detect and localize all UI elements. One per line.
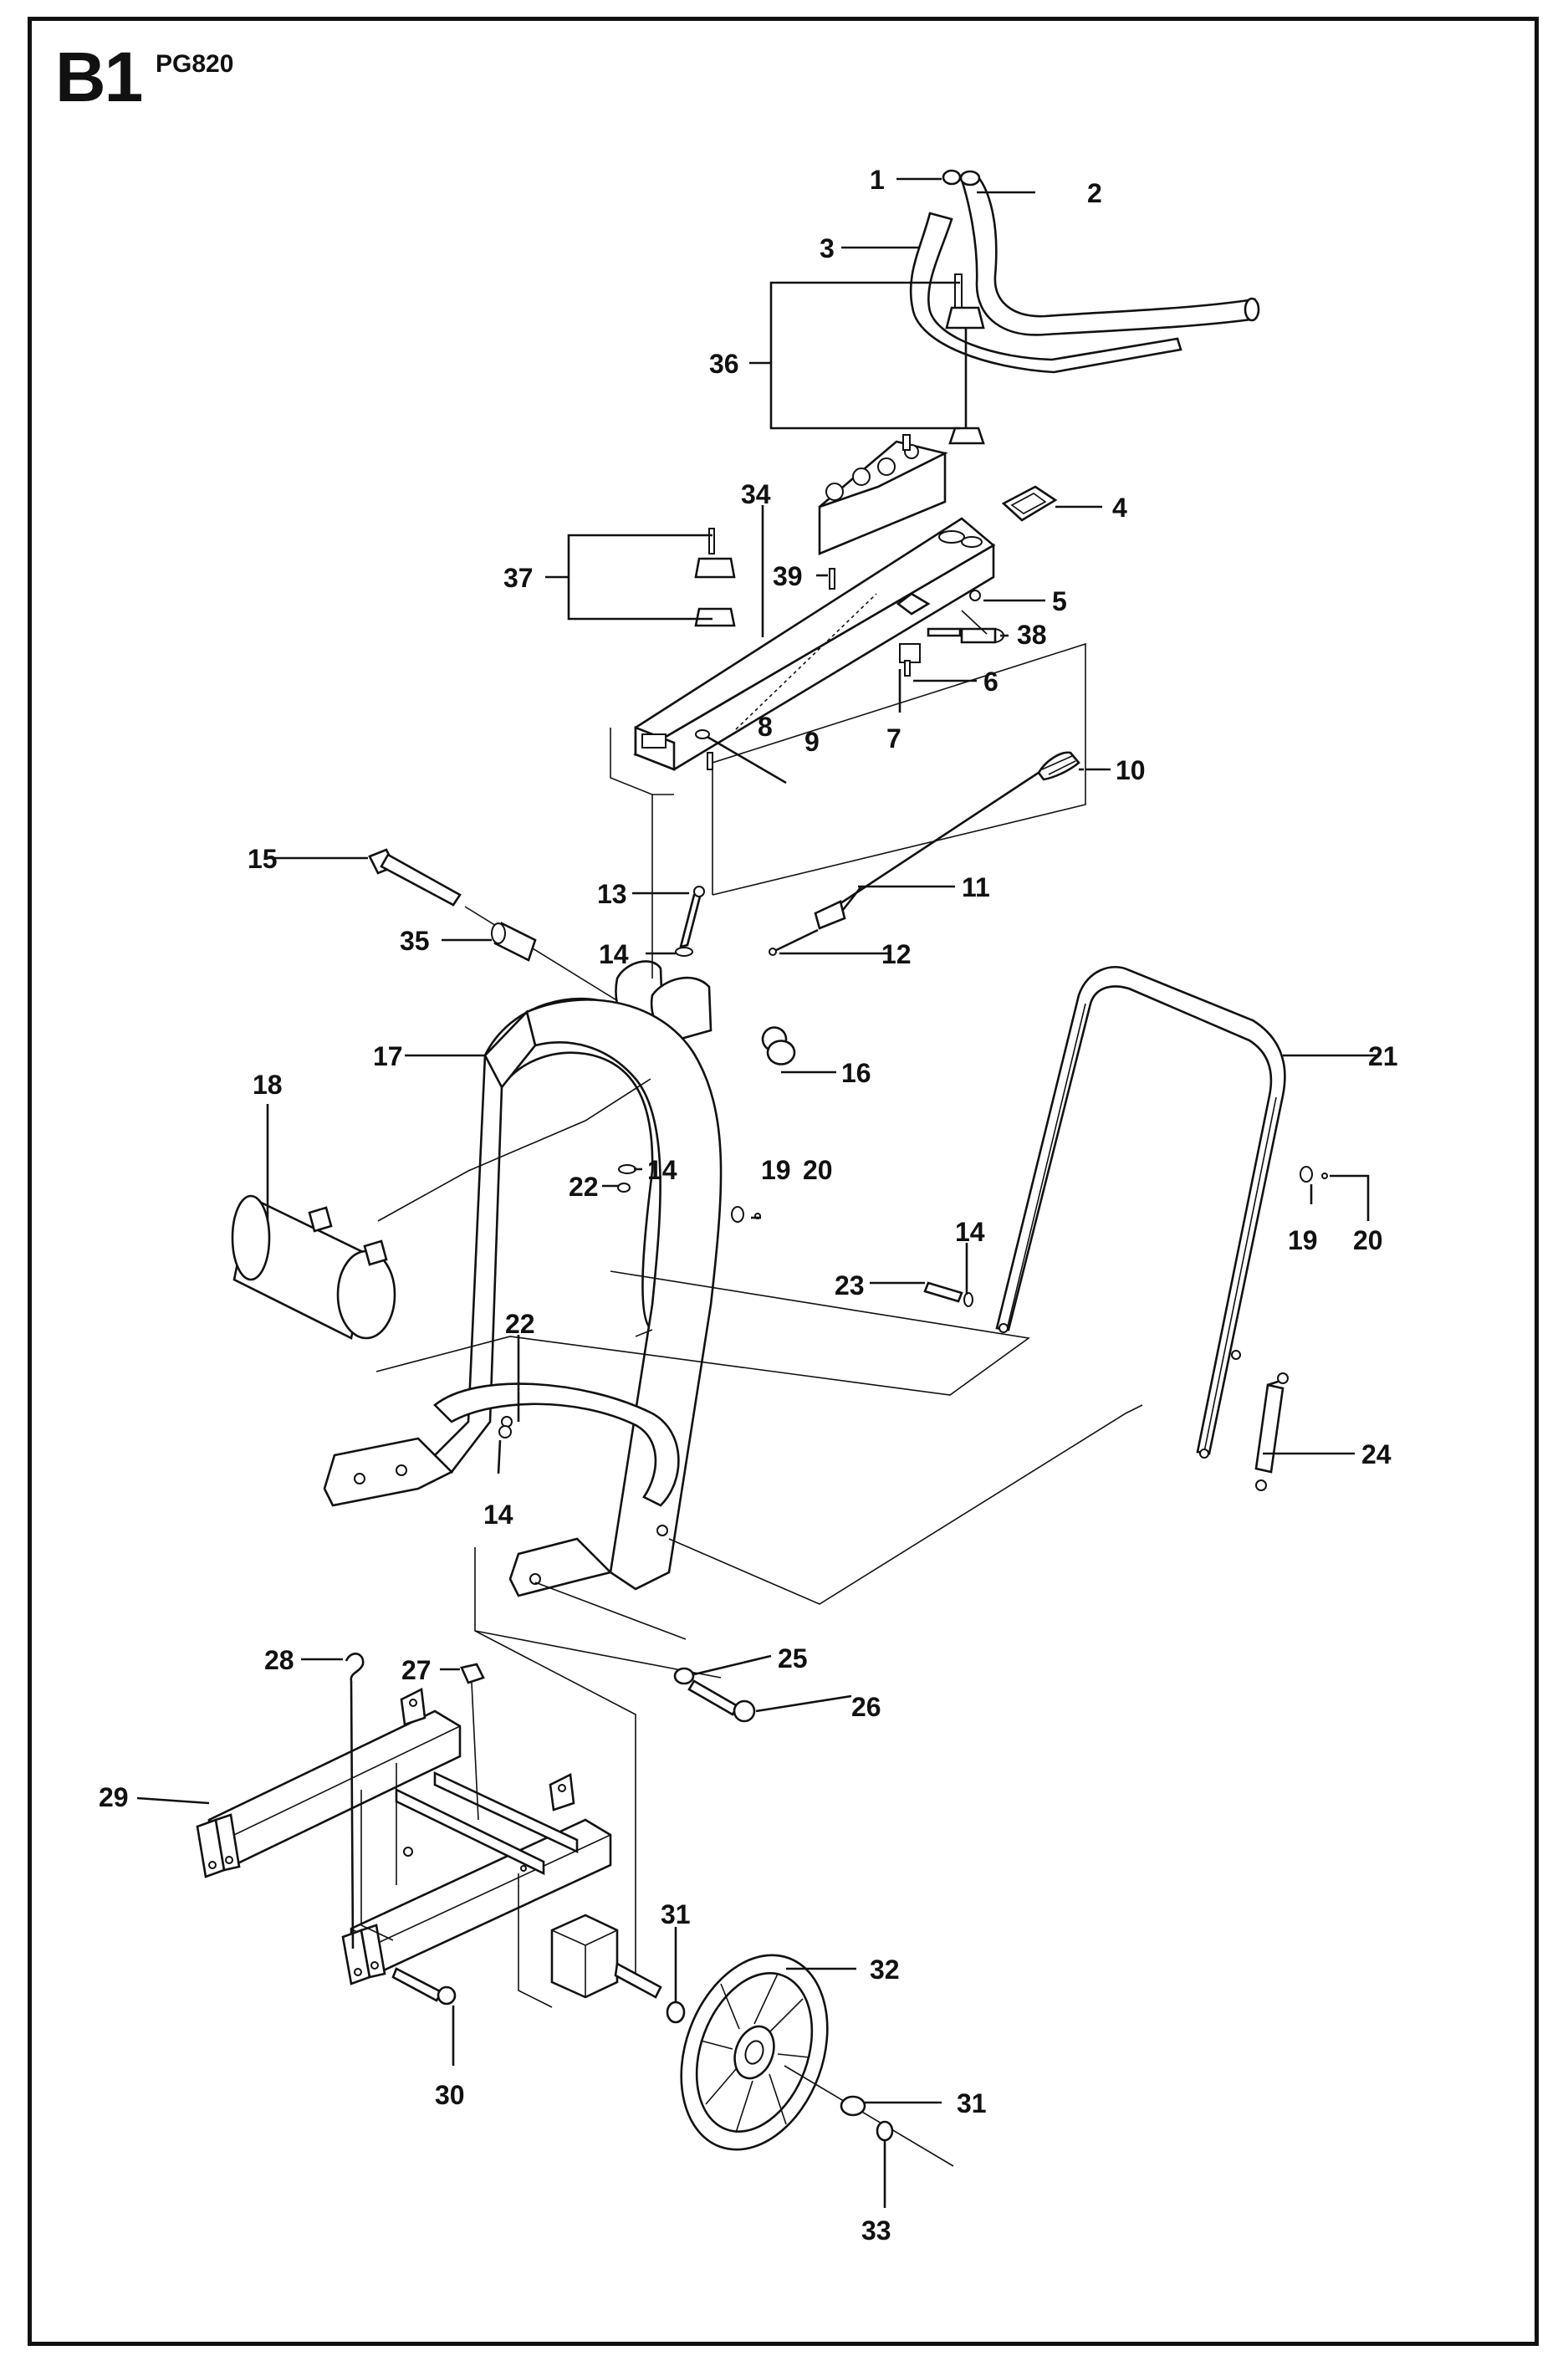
- callout-35: 35: [400, 926, 430, 956]
- callout-11: 11: [962, 872, 990, 902]
- callout-33: 33: [861, 2215, 891, 2246]
- main-frame: [323, 960, 788, 1597]
- callout-31-a: 31: [661, 1899, 691, 1929]
- callout-21: 21: [1368, 1041, 1398, 1071]
- support-arm: [995, 966, 1286, 1459]
- callout-14-d: 14: [483, 1500, 513, 1530]
- callout-3: 3: [820, 233, 835, 263]
- callout-17: 17: [373, 1041, 403, 1071]
- callout-39: 39: [773, 561, 803, 591]
- callout-6: 6: [983, 667, 999, 697]
- leader-lines: [136, 177, 1378, 2208]
- callout-18: 18: [253, 1070, 283, 1100]
- callout-38: 38: [1017, 620, 1047, 650]
- bolt-26: [687, 1679, 756, 1723]
- bolt-15: [368, 848, 462, 907]
- callout-15: 15: [248, 844, 278, 874]
- callout-14-c: 14: [955, 1217, 985, 1247]
- callout-12: 12: [881, 939, 912, 969]
- control-box: [818, 434, 948, 555]
- callout-24: 24: [1361, 1439, 1392, 1469]
- callout-2: 2: [1087, 178, 1102, 208]
- throttle-rod: [769, 751, 1080, 956]
- callout-20-a: 20: [803, 1155, 833, 1185]
- callout-31-b: 31: [957, 2088, 987, 2118]
- callout-25: 25: [778, 1643, 808, 1673]
- callout-7: 7: [886, 723, 901, 754]
- beam-clamp-37: [694, 528, 736, 627]
- callout-28: 28: [264, 1645, 294, 1675]
- cart-frame: [196, 1688, 662, 2008]
- callout-22-b: 22: [505, 1309, 535, 1339]
- grommet-4: [1001, 485, 1058, 522]
- callout-13: 13: [597, 879, 627, 909]
- callout-1: 1: [870, 165, 885, 195]
- model-name: PG820: [156, 50, 234, 78]
- callout-8: 8: [758, 712, 773, 742]
- callout-29: 29: [99, 1782, 129, 1812]
- callout-5: 5: [1052, 586, 1067, 616]
- washer-31-inner: [666, 2001, 686, 2024]
- nut-16: [766, 1040, 796, 1065]
- bolt-30: [391, 1967, 457, 2006]
- callout-16: 16: [841, 1058, 871, 1088]
- handlebar-right: [959, 170, 1260, 336]
- bolt-13: [675, 886, 705, 957]
- handlebar-left: [909, 212, 1182, 374]
- spacer-35: [491, 922, 537, 962]
- clip-28: [345, 1653, 365, 1949]
- callout-22-a: 22: [569, 1172, 599, 1202]
- callout-19-b: 19: [1288, 1225, 1318, 1255]
- small-parts-upper: [829, 568, 1004, 677]
- gas-spring-24: [1254, 1372, 1289, 1491]
- washer-25: [673, 1667, 695, 1685]
- callout-labels: 1 2 3 36 4 34 37 39 5 38 6 7 8 9 10 15 1…: [99, 165, 1398, 2246]
- callout-10: 10: [1116, 755, 1146, 785]
- small-parts-mid: [617, 1164, 1328, 1307]
- section-code: B1: [55, 38, 143, 116]
- callout-32: 32: [870, 1955, 900, 1985]
- callout-26: 26: [851, 1692, 881, 1722]
- callout-4: 4: [1112, 493, 1127, 523]
- callout-36: 36: [709, 349, 739, 379]
- callout-19-a: 19: [761, 1155, 791, 1185]
- callout-34: 34: [741, 479, 771, 509]
- reference-lines: [375, 642, 1143, 1974]
- cap: [942, 169, 962, 186]
- callout-9: 9: [804, 727, 820, 757]
- pins-8-9: [695, 729, 787, 784]
- callout-14-b: 14: [647, 1155, 677, 1185]
- callout-14-a: 14: [599, 939, 629, 969]
- axle-line: [784, 2065, 954, 2167]
- callout-27: 27: [401, 1655, 432, 1685]
- wheel-32: [680, 1954, 829, 2151]
- handle-clamp-36: [945, 273, 985, 445]
- callout-23: 23: [835, 1270, 865, 1300]
- callout-20-b: 20: [1353, 1225, 1383, 1255]
- clip-33: [876, 2120, 894, 2142]
- drawing-frame: [28, 17, 1539, 2346]
- callout-30: 30: [435, 2080, 465, 2110]
- cylinder-18: [231, 1194, 396, 1340]
- washer-31-outer: [840, 2095, 866, 2117]
- nut-27: [460, 1663, 485, 1821]
- callout-37: 37: [503, 563, 534, 593]
